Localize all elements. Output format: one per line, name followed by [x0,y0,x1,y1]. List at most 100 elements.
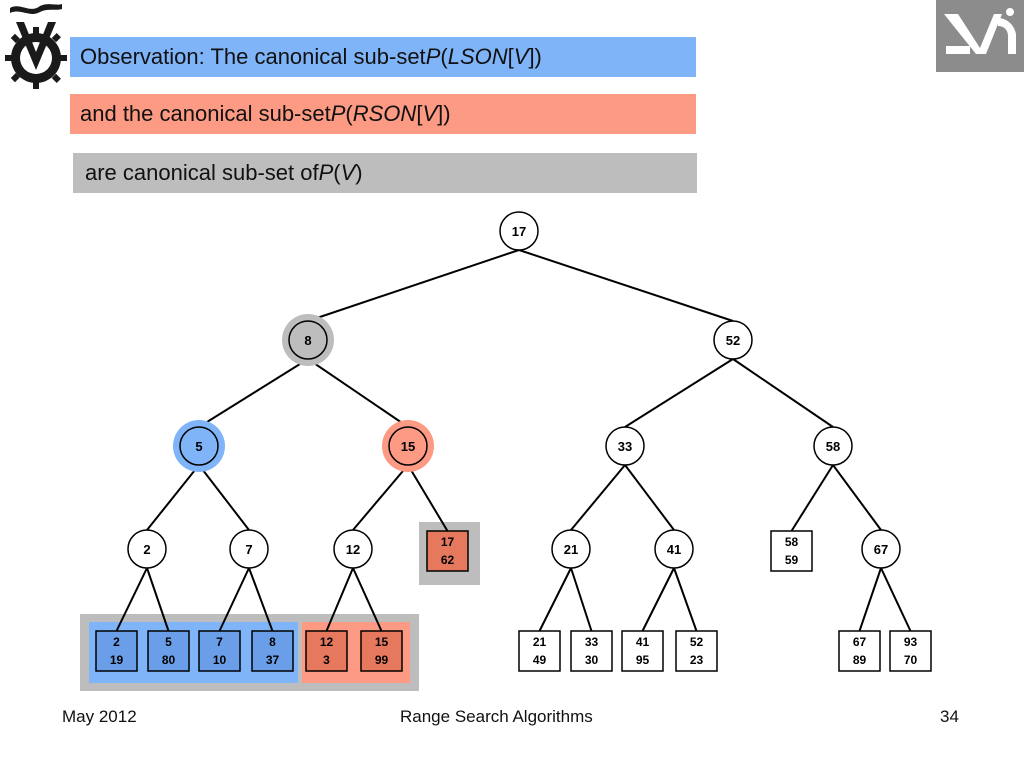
tree-node-2 [127,529,167,569]
tree-edge [198,358,309,428]
banner1-bracket: [ [507,44,514,69]
tree-edge [146,567,170,632]
university-logo [936,0,1024,72]
tree-edge [832,464,882,531]
leaf-17-62 [426,530,469,572]
leaf-52-23 [675,630,718,672]
banner1-open: ( [440,44,448,69]
banner3-text: are canonical sub-set of [85,160,319,185]
banner3-v: V [340,160,356,185]
tree-node-label: 2 [143,542,150,557]
leaf-x-label: 5 [165,635,172,649]
tree-edge [218,567,250,632]
leaf-x-label: 21 [533,635,547,649]
banner2-open: ( [345,101,353,126]
tree-edge [538,567,572,632]
tree-node-5 [179,426,219,466]
leaf-x-label: 41 [636,635,650,649]
leaf-93-70 [889,630,932,672]
observation-banner: Observation: The canonical sub-set P ( L… [70,37,696,77]
leaf-y-label: 89 [853,653,867,667]
tree-edge [146,464,200,531]
leaf-x-label: 8 [269,635,276,649]
tree-edge [307,358,409,428]
leaf-y-label: 59 [785,553,799,567]
tree-node-12 [333,529,373,569]
tree-edge [570,464,626,531]
tree-edge [352,567,383,632]
tree-edge [624,358,734,428]
banner2-bracket: [ [416,101,423,126]
footer-page-number: 34 [940,707,959,726]
tree-node-label: 5 [195,439,202,454]
tree-edge [248,567,274,632]
leaf-x-label: 17 [441,535,455,549]
tree-edge [673,567,698,632]
leaf-x-label: 12 [320,635,334,649]
leaf-y-label: 30 [585,653,599,667]
leaf-y-label: 70 [904,653,918,667]
banner1-set: LSON [447,44,508,69]
tree-node-label: 15 [401,439,415,454]
tree-edge [880,567,912,632]
banner1-text: Observation: The canonical sub-set [80,44,426,69]
tree-edge [407,464,449,532]
leaf-y-label: 10 [213,653,227,667]
tree-node-41 [654,529,694,569]
tree-edge [624,464,675,531]
leaf-y-label: 19 [110,653,124,667]
banner2-p: P [330,101,346,126]
leaf-x-label: 7 [216,635,223,649]
conclusion-banner: are canonical sub-set of P ( V ) [73,153,697,193]
tree-node-label: 17 [512,224,526,239]
leaf-x-label: 58 [785,535,799,549]
banner1-v: V [513,44,529,69]
footer-title: Range Search Algorithms [400,707,593,726]
technion-logo [0,0,70,95]
banner2-text: and the canonical sub-set [80,101,331,126]
banner3-open: ( [333,160,341,185]
tree-edge [790,464,834,532]
tree-node-label: 21 [564,542,578,557]
leaf-x-label: 15 [375,635,389,649]
tree-edge [858,567,882,632]
leaf-21-49 [518,630,561,672]
leaf-y-label: 37 [266,653,280,667]
leaf-x-label: 33 [585,635,599,649]
leaf-33-30 [570,630,613,672]
banner1-p: P [425,44,441,69]
tree-node-label: 58 [826,439,840,454]
tree-node-58 [813,426,853,466]
banner2-v: V [422,101,438,126]
leaf-y-label: 99 [375,653,389,667]
tree-edge [518,249,734,322]
tree-edge [198,464,250,531]
tree-node-21 [551,529,591,569]
tree-node-52 [713,320,753,360]
leaf-5-80 [147,630,190,672]
tree-edge [570,567,593,632]
leaf-y-label: 3 [323,653,330,667]
tree-node-label: 67 [874,542,888,557]
tree-node-7 [229,529,269,569]
banner3-close: ) [355,160,363,185]
tree-edge [115,567,148,632]
leaf-y-label: 80 [162,653,176,667]
leaf-2-19 [95,630,138,672]
tree-node-67 [861,529,901,569]
tree-node-33 [605,426,645,466]
leaf-41-95 [621,630,664,672]
tree-node-15 [388,426,428,466]
leaf-y-label: 62 [441,553,455,567]
banner2-set: RSON [352,101,417,126]
leaf-x-label: 93 [904,635,918,649]
leaf-y-label: 95 [636,653,650,667]
banner2-close: ]) [437,101,451,126]
leaf-12-3 [305,630,348,672]
leaf-15-99 [360,630,403,672]
tree-node-label: 7 [245,542,252,557]
tree-node-17 [499,211,539,251]
tree-node-label: 33 [618,439,632,454]
leaf-x-label: 67 [853,635,867,649]
